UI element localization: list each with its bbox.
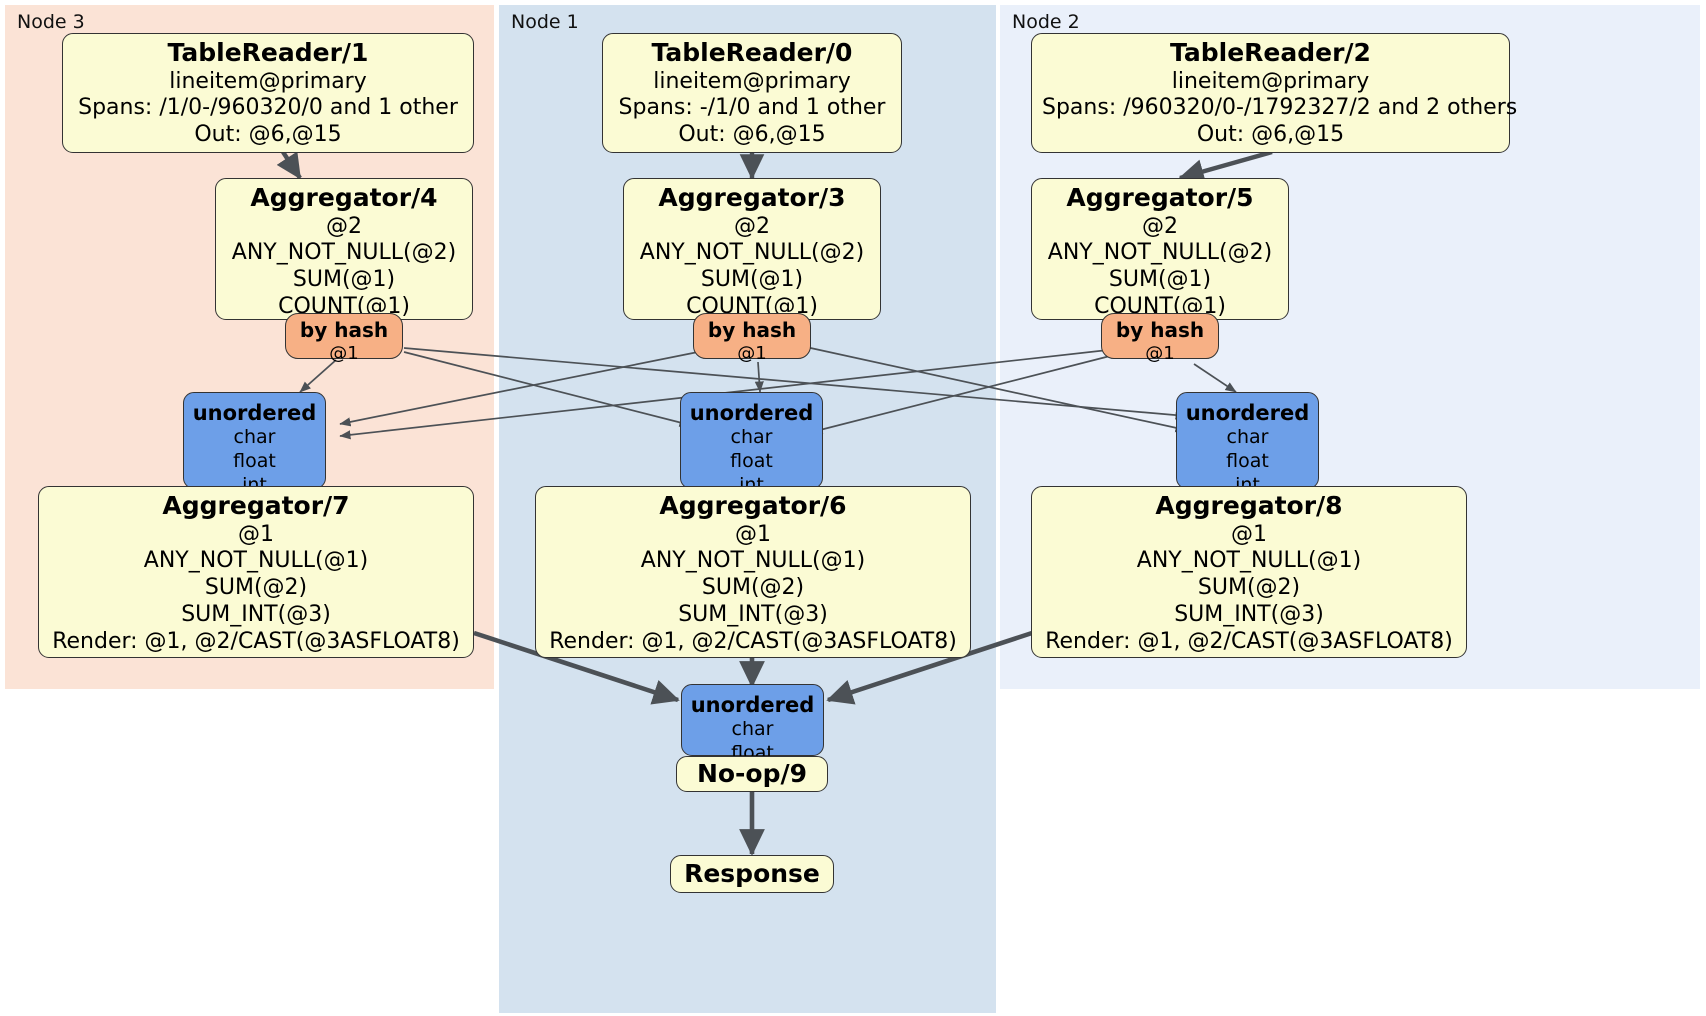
processor-line: Spans: /960320/0-/1792327/2 and 2 others [1042, 95, 1518, 121]
synchronizer-line: float [1226, 450, 1269, 472]
router-line: @1 [329, 342, 359, 364]
router-by-hash-aggregator-5[interactable]: by hash @1 [1101, 313, 1219, 364]
processor-title: Aggregator/6 [659, 491, 847, 520]
processor-title: TableReader/2 [1170, 38, 1371, 67]
processor-line: SUM(@2) [204, 575, 308, 601]
processor-line: @1 [1231, 521, 1267, 547]
synchronizer-title: unordered [192, 401, 317, 425]
synchronizer-line: float [233, 450, 276, 472]
synchronizer-unordered-aggregator-6[interactable]: unordered char float int [680, 392, 823, 496]
processor-line: SUM(@2) [701, 575, 805, 601]
processor-aggregator-5[interactable]: Aggregator/5 @2 ANY_NOT_NULL(@2) SUM(@1)… [1031, 178, 1289, 320]
processor-aggregator-3[interactable]: Aggregator/3 @2 ANY_NOT_NULL(@2) SUM(@1)… [623, 178, 881, 320]
synchronizer-title: unordered [689, 401, 814, 425]
processor-table-reader-1[interactable]: TableReader/1 lineitem@primary Spans: /1… [62, 33, 474, 153]
processor-line: lineitem@primary [653, 68, 851, 94]
processor-line: Out: @6,@15 [678, 122, 826, 148]
processor-line: SUM_INT(@3) [1174, 601, 1324, 627]
processor-line: @2 [1142, 213, 1178, 239]
processor-line: @2 [326, 213, 362, 239]
processor-line: @1 [238, 521, 274, 547]
router-line: @1 [737, 342, 767, 364]
synchronizer-line: char [233, 426, 276, 449]
synchronizer-line: char [730, 426, 773, 449]
processor-line: SUM(@1) [1108, 267, 1212, 293]
processor-table-reader-2[interactable]: TableReader/2 lineitem@primary Spans: /9… [1031, 33, 1518, 153]
processor-line: ANY_NOT_NULL(@1) [640, 548, 866, 574]
processor-line: ANY_NOT_NULL(@1) [1136, 548, 1362, 574]
processor-response[interactable]: Response [670, 855, 834, 893]
processor-line: lineitem@primary [1171, 68, 1370, 94]
synchronizer-unordered-aggregator-7[interactable]: unordered char float int [183, 392, 326, 496]
region-node-3-label: Node 3 [17, 11, 85, 33]
processor-line: ANY_NOT_NULL(@2) [639, 240, 865, 266]
synchronizer-line: float [730, 450, 773, 472]
processor-aggregator-7[interactable]: Aggregator/7 @1 ANY_NOT_NULL(@1) SUM(@2)… [38, 486, 474, 658]
processor-line: SUM(@1) [292, 267, 396, 293]
processor-title: Aggregator/4 [250, 183, 438, 212]
region-node-1-label: Node 1 [511, 11, 579, 33]
processor-title: Aggregator/3 [658, 183, 846, 212]
processor-title: TableReader/1 [167, 38, 369, 67]
processor-line: @1 [735, 521, 771, 547]
processor-line: Spans: /1/0-/960320/0 and 1 other [78, 95, 458, 121]
processor-aggregator-6[interactable]: Aggregator/6 @1 ANY_NOT_NULL(@1) SUM(@2)… [535, 486, 971, 658]
processor-line: Render: @1, @2/CAST(@3ASFLOAT8) [549, 628, 957, 654]
router-by-hash-aggregator-3[interactable]: by hash @1 [693, 313, 811, 364]
processor-line: ANY_NOT_NULL(@1) [143, 548, 369, 574]
synchronizer-line: char [1226, 426, 1269, 449]
synchronizer-title: unordered [1185, 401, 1310, 425]
processor-line: ANY_NOT_NULL(@2) [1047, 240, 1273, 266]
router-title: by hash [1115, 318, 1205, 342]
router-line: @1 [1145, 342, 1175, 364]
processor-line: Render: @1, @2/CAST(@3ASFLOAT8) [1045, 628, 1453, 654]
region-node-2-label: Node 2 [1012, 11, 1080, 33]
processor-noop-9[interactable]: No-op/9 [676, 756, 828, 792]
synchronizer-title: unordered [690, 693, 815, 717]
processor-line: lineitem@primary [169, 68, 367, 94]
processor-line: Out: @6,@15 [194, 122, 342, 148]
processor-line: Render: @1, @2/CAST(@3ASFLOAT8) [52, 628, 460, 654]
processor-line: @2 [734, 213, 770, 239]
processor-title: Aggregator/7 [162, 491, 350, 520]
synchronizer-line: char [731, 718, 774, 741]
processor-line: SUM(@2) [1197, 575, 1301, 601]
processor-aggregator-8[interactable]: Aggregator/8 @1 ANY_NOT_NULL(@1) SUM(@2)… [1031, 486, 1467, 658]
processor-aggregator-4[interactable]: Aggregator/4 @2 ANY_NOT_NULL(@2) SUM(@1)… [215, 178, 473, 320]
processor-line: Spans: -/1/0 and 1 other [618, 95, 886, 121]
processor-title: Aggregator/5 [1066, 183, 1254, 212]
processor-title: Aggregator/8 [1155, 491, 1343, 520]
processor-title: TableReader/0 [651, 38, 853, 67]
synchronizer-unordered-aggregator-8[interactable]: unordered char float int [1176, 392, 1319, 496]
processor-table-reader-0[interactable]: TableReader/0 lineitem@primary Spans: -/… [602, 33, 902, 153]
router-title: by hash [707, 318, 797, 342]
router-title: by hash [299, 318, 389, 342]
processor-line: ANY_NOT_NULL(@2) [231, 240, 457, 266]
processor-line: Out: @6,@15 [1196, 122, 1345, 148]
processor-line: SUM_INT(@3) [181, 601, 331, 627]
processor-title: Response [684, 859, 820, 888]
processor-line: SUM(@1) [700, 267, 804, 293]
processor-title: No-op/9 [696, 759, 808, 788]
processor-line: SUM_INT(@3) [678, 601, 828, 627]
router-by-hash-aggregator-4[interactable]: by hash @1 [285, 313, 403, 364]
synchronizer-unordered-final[interactable]: unordered char float [681, 684, 824, 764]
